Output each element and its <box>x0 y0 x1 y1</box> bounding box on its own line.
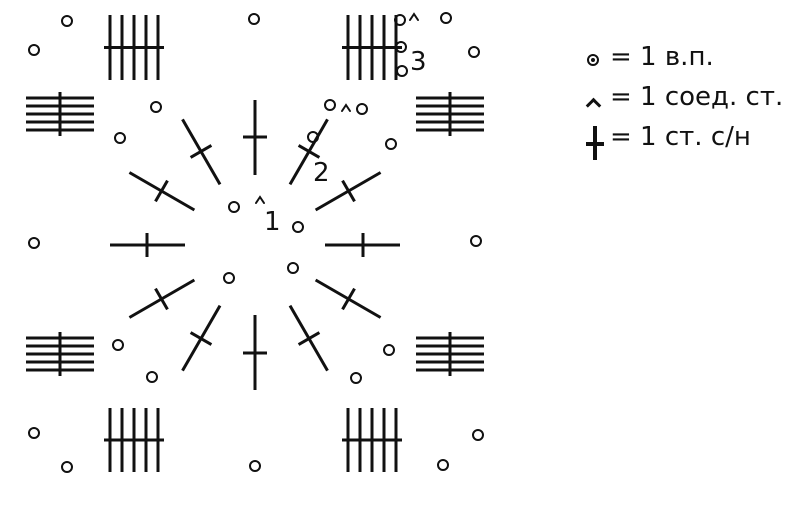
double-crochet-stitch <box>243 100 267 175</box>
double-crochet-stitch <box>128 171 196 212</box>
chain-stitch <box>114 132 126 144</box>
chain-stitch <box>324 99 336 111</box>
chain-stitch <box>394 14 406 26</box>
legend-text-dc: = 1 ст. с/н <box>610 122 751 152</box>
double-crochet-stitch <box>181 304 222 372</box>
chain-stitch <box>437 459 449 471</box>
chain-stitch <box>28 427 40 439</box>
chain-stitch <box>395 41 407 53</box>
legend-text-chain: = 1 в.п. <box>610 42 714 72</box>
stitch-crossbar <box>341 287 356 311</box>
chain-stitch <box>292 221 304 233</box>
chain-stitch <box>440 12 452 24</box>
double-crochet-stitch <box>181 118 222 186</box>
chain-stitch <box>228 201 240 213</box>
double-crochet-stitch <box>314 171 382 212</box>
slip-stitch-icon <box>582 80 608 120</box>
chain-stitch <box>470 235 482 247</box>
stitch-crossbar <box>297 144 321 159</box>
double-crochet-group <box>26 92 94 136</box>
double-crochet-stitch <box>243 315 267 390</box>
chain-stitch <box>350 372 362 384</box>
slip-stitch <box>409 12 419 21</box>
double-crochet-group <box>104 15 164 80</box>
chain-stitch <box>383 344 395 356</box>
double-crochet-group <box>416 92 484 136</box>
slip-stitch <box>341 103 351 112</box>
chain-stitch <box>112 339 124 351</box>
stitch-crossbar <box>189 331 213 346</box>
chain-stitch <box>472 429 484 441</box>
chain-stitch <box>396 65 408 77</box>
double-crochet-group <box>416 332 484 376</box>
round-2-label: 2 <box>313 158 330 188</box>
stitch-crossbar <box>154 179 169 203</box>
stitch-crossbar <box>154 287 169 311</box>
chain-stitch <box>468 46 480 58</box>
double-crochet-group <box>342 408 402 472</box>
chain-stitch <box>307 131 319 143</box>
chain-stitch <box>61 461 73 473</box>
chain-stitch <box>146 371 158 383</box>
double-crochet-icon <box>582 120 608 160</box>
legend-text-slip: = 1 соед. ст. <box>610 82 784 112</box>
chain-stitch <box>150 101 162 113</box>
double-crochet-stitch <box>314 278 382 319</box>
double-crochet-stitch <box>325 233 400 257</box>
chain-stitch-icon <box>582 40 608 80</box>
double-crochet-group <box>104 408 164 472</box>
stitch-crossbar <box>189 144 213 159</box>
chain-stitch <box>223 272 235 284</box>
chain-stitch <box>28 237 40 249</box>
double-crochet-group <box>26 332 94 376</box>
double-crochet-stitch <box>288 304 329 372</box>
chain-stitch <box>356 103 368 115</box>
stitch-crossbar <box>297 331 321 346</box>
chain-stitch <box>28 44 40 56</box>
double-crochet-group <box>342 15 402 80</box>
chain-stitch <box>248 13 260 25</box>
chain-stitch <box>385 138 397 150</box>
stitch-crossbar <box>341 179 356 203</box>
double-crochet-stitch <box>128 278 196 319</box>
double-crochet-stitch <box>288 118 329 186</box>
chain-stitch <box>287 262 299 274</box>
round-1-label: 1 <box>264 207 281 237</box>
slip-stitch <box>255 195 265 204</box>
double-crochet-stitch <box>110 233 185 257</box>
round-3-label: 3 <box>410 47 427 77</box>
chain-stitch <box>61 15 73 27</box>
chain-stitch <box>249 460 261 472</box>
